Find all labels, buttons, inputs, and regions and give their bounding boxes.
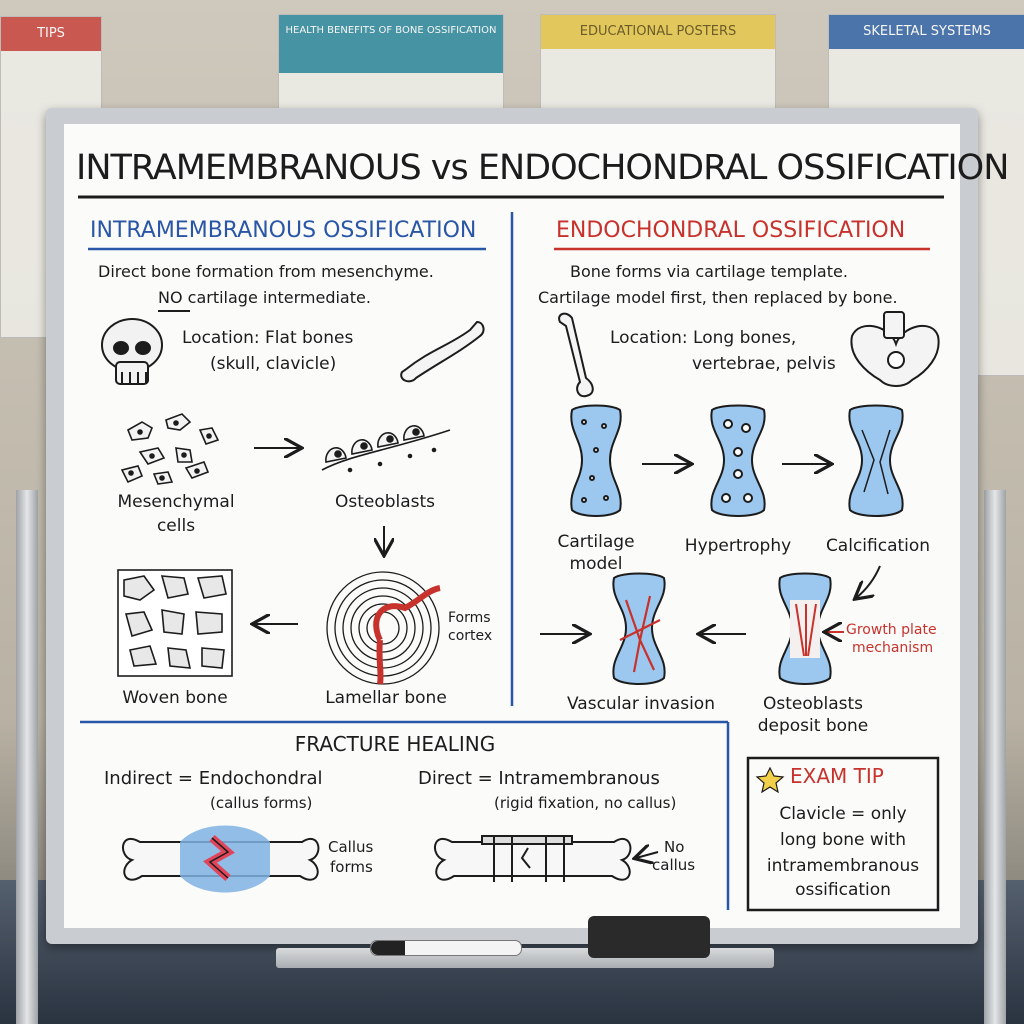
- vascular-invasion-icon: [612, 572, 666, 685]
- intramembranous-heading: INTRAMEMBRANOUS OSSIFICATION: [90, 218, 477, 243]
- callus-forms-label: Callus: [328, 838, 374, 856]
- cartilage-model-label-2: model: [569, 554, 623, 574]
- eraser[interactable]: [588, 916, 710, 958]
- left-location-examples: (skull, clavicle): [210, 354, 337, 374]
- stand-leg-left: [16, 490, 38, 1024]
- hypertrophy-label: Hypertrophy: [684, 536, 792, 556]
- exam-tip-line-3: intramembranous: [766, 856, 920, 876]
- mesenchymal-label-2: cells: [156, 516, 196, 536]
- left-location: Location: Flat bones: [182, 328, 354, 348]
- right-location: Location: Long bones,: [610, 328, 797, 348]
- calcification-label: Calcification: [825, 536, 931, 556]
- callus-forms-label-2: forms: [330, 858, 373, 876]
- direct-healing-note: (rigid fixation, no callus): [494, 794, 677, 812]
- exam-tip-line-4: ossification: [795, 880, 891, 900]
- star-icon: [755, 766, 785, 794]
- cartilage-model-label: Cartilage: [557, 532, 635, 552]
- exam-tip-heading: EXAM TIP: [790, 764, 884, 788]
- right-location-examples: vertebrae, pelvis: [692, 354, 836, 374]
- no-callus-label-2: callus: [652, 856, 696, 874]
- pelvis-icon: [850, 311, 940, 387]
- fixation-bone-icon: [434, 835, 632, 882]
- fracture-healing-heading: FRACTURE HEALING: [294, 732, 496, 756]
- forms-cortex-label-2: cortex: [448, 628, 493, 644]
- osteoblasts-label: Osteoblasts: [334, 492, 436, 512]
- clavicle-icon: [400, 320, 485, 383]
- growth-plate-label: Growth plate: [846, 622, 937, 638]
- poster-title: HEALTH BENEFITS OF BONE OSSIFICATION: [279, 15, 503, 73]
- indirect-healing-note: (callus forms): [210, 794, 313, 812]
- hypertrophy-icon: [710, 404, 766, 517]
- background-poster-3: EDUCATIONAL POSTERS: [540, 14, 776, 112]
- mesenchymal-cells-icon: [120, 413, 220, 485]
- long-bone-icon: [558, 312, 594, 398]
- endochondral-desc-1: Bone forms via cartilage template.: [570, 262, 848, 281]
- osteoblasts-deposit-label-2: deposit bone: [757, 716, 869, 736]
- lamellar-bone-icon: [326, 571, 441, 685]
- vascular-invasion-label: Vascular invasion: [567, 694, 715, 714]
- intramembranous-desc-2: NO cartilage intermediate.: [158, 288, 371, 307]
- poster-title: EDUCATIONAL POSTERS: [541, 15, 775, 49]
- exam-tip-line-2: long bone with: [780, 830, 906, 850]
- poster-title: SKELETAL SYSTEMS: [829, 15, 1024, 49]
- osteoblasts-icon: [321, 425, 451, 473]
- cartilage-model-icon: [570, 404, 622, 517]
- marker[interactable]: [370, 940, 522, 956]
- osteoblasts-deposit-label: Osteoblasts: [762, 694, 864, 714]
- direct-healing: Direct = Intramembranous: [418, 768, 660, 789]
- endochondral-heading: ENDOCHONDRAL OSSIFICATION: [556, 218, 906, 243]
- endochondral-desc-2: Cartilage model first, then replaced by …: [538, 288, 898, 307]
- poster-title: TIPS: [1, 17, 101, 51]
- osteoblasts-deposit-icon: [778, 572, 832, 685]
- callus-bone-icon: [122, 825, 320, 893]
- woven-bone-label: Woven bone: [122, 688, 228, 708]
- exam-tip-line-1: Clavicle = only: [779, 804, 907, 824]
- background-poster-2: HEALTH BENEFITS OF BONE OSSIFICATION: [278, 14, 504, 112]
- calcification-icon: [848, 404, 904, 517]
- mesenchymal-label: Mesenchymal: [117, 492, 235, 512]
- no-callus-label: No: [664, 838, 685, 856]
- skull-icon: [101, 318, 163, 385]
- board-title: INTRAMEMBRANOUS vs ENDOCHONDRAL OSSIFICA…: [76, 148, 1009, 188]
- intramembranous-desc-1: Direct bone formation from mesenchyme.: [98, 262, 434, 281]
- exam-tip-box: [746, 756, 940, 912]
- woven-bone-icon: [117, 569, 233, 677]
- lamellar-bone-label: Lamellar bone: [325, 688, 447, 708]
- growth-plate-label-2: mechanism: [852, 640, 934, 656]
- forms-cortex-label: Forms: [448, 610, 491, 626]
- indirect-healing: Indirect = Endochondral: [104, 768, 323, 789]
- stand-leg-right: [984, 490, 1006, 1024]
